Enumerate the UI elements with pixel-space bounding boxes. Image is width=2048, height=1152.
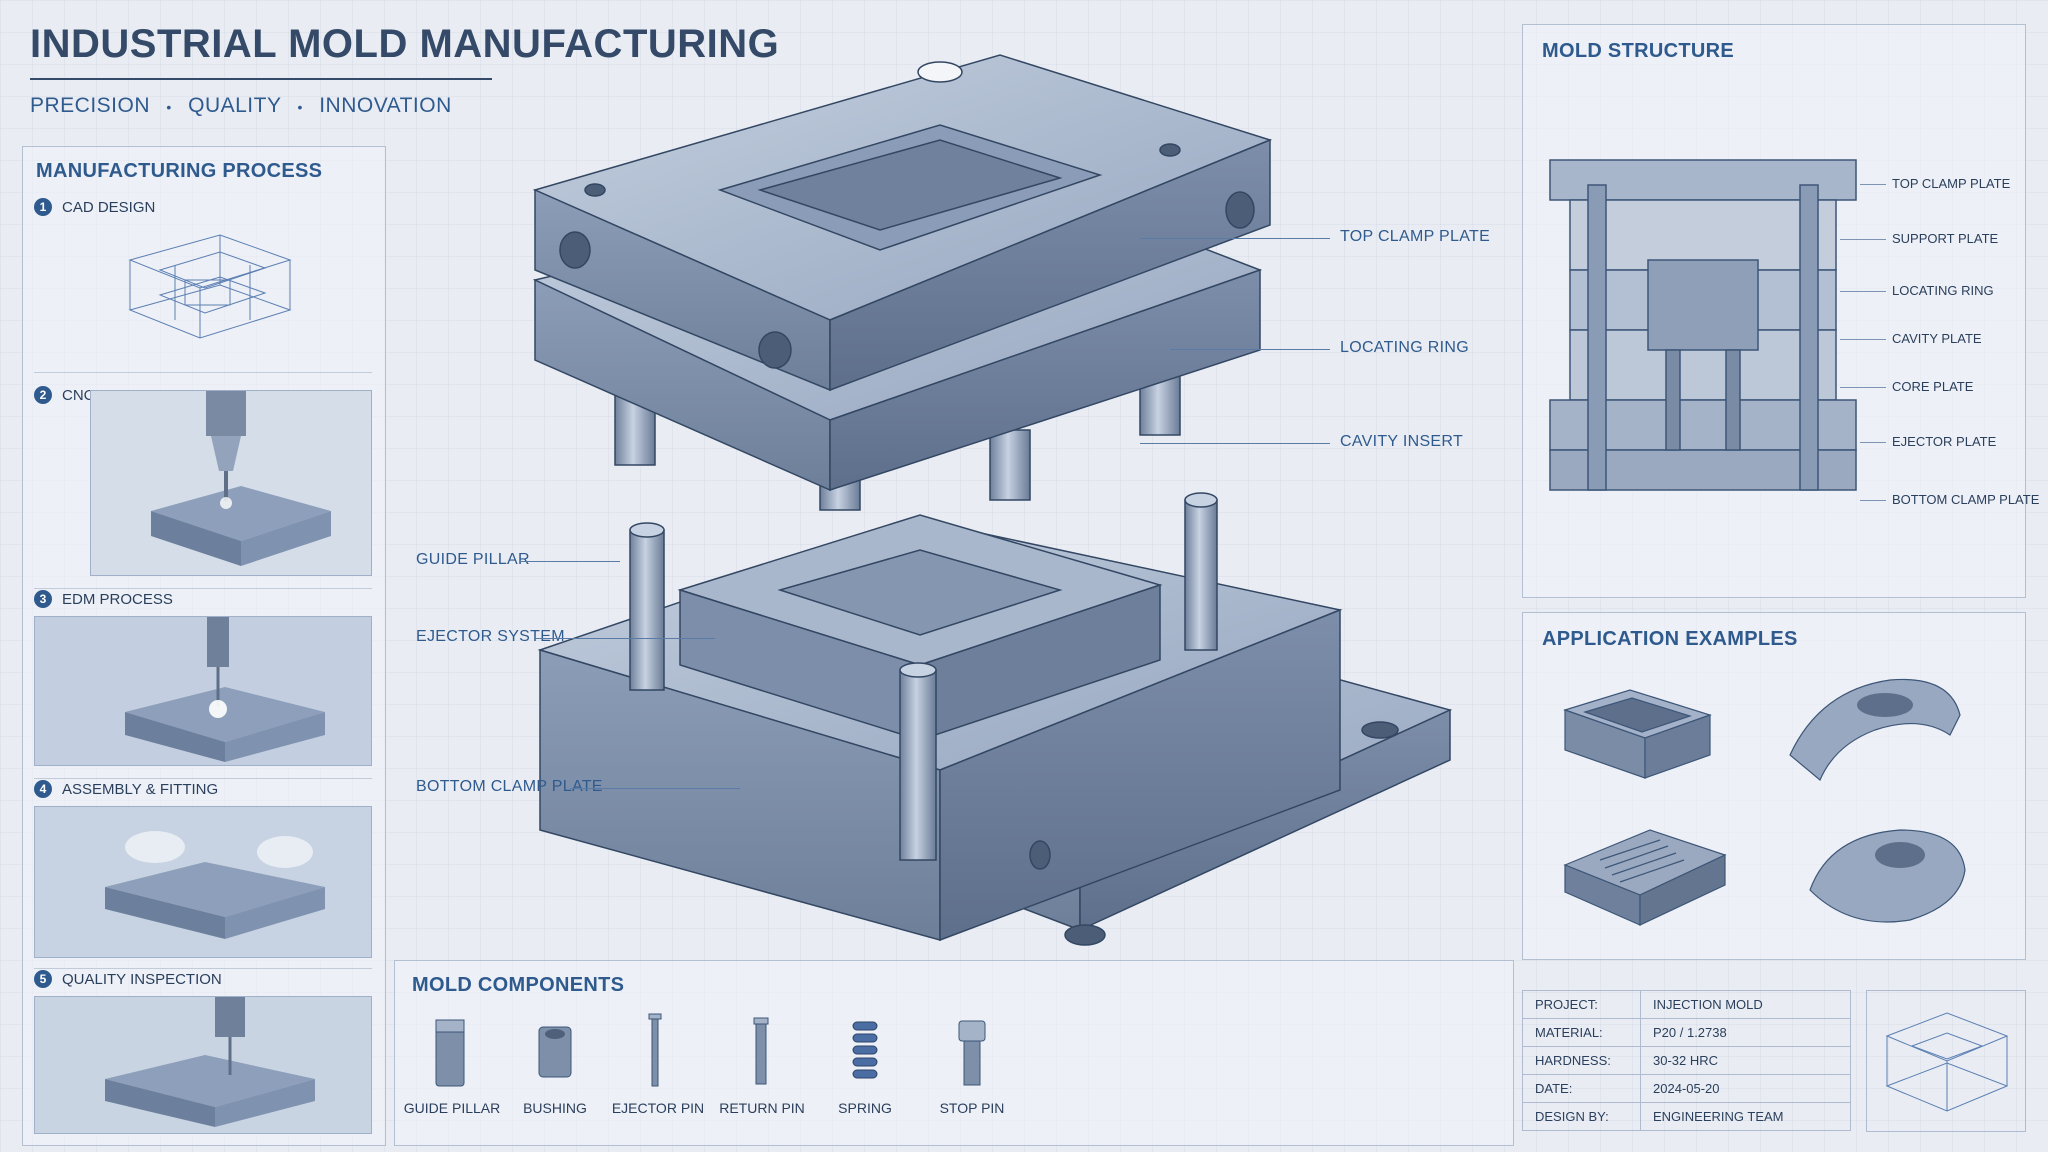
structure-title: MOLD STRUCTURE [1542,40,1734,62]
quality-inspection-image [34,996,372,1134]
mold-illustration [520,50,1480,980]
return-pin-icon [752,1016,770,1093]
step-divider [34,372,372,373]
info-key: HARDNESS: [1522,1046,1641,1075]
step-label: QUALITY INSPECTION [62,970,222,988]
structure-label-bottom-clamp-plate: BOTTOM CLAMP PLATE [1892,492,2040,507]
stop-pin-icon [956,1018,988,1093]
cad-wireframe-image [100,220,310,360]
structure-section-drawing [1548,150,1858,530]
component-label-bushing: BUSHING [523,1100,587,1116]
spring-icon [850,1018,880,1091]
structure-label-cavity-plate: CAVITY PLATE [1892,331,1982,346]
application-rounded-housing [1800,810,1970,940]
structure-label-core-plate: CORE PLATE [1892,379,1974,394]
cnc-machining-image [90,390,372,576]
application-box-part [1560,670,1720,790]
edm-process-image [34,616,372,766]
component-label-spring: SPRING [838,1100,892,1116]
callout-guide-pillar: GUIDE PILLAR [416,551,530,568]
tagline-quality: QUALITY [188,94,282,117]
callout-cavity-insert: CAVITY INSERT [1340,433,1464,450]
structure-label-locating-ring: LOCATING RING [1892,283,1994,298]
structure-label-ejector-plate: EJECTOR PLATE [1892,434,1997,449]
info-row: DATE:2024-05-20 [1522,1074,1851,1103]
step-label: EDM PROCESS [62,590,173,608]
info-value: 2024-05-20 [1640,1074,1851,1103]
tagline-separator: • [297,99,303,115]
guide-pillar-icon [432,1016,468,1095]
info-key: MATERIAL: [1522,1018,1641,1047]
structure-leader-line [1840,291,1886,292]
tagline-innovation: INNOVATION [319,94,452,117]
info-key: DATE: [1522,1074,1641,1103]
project-info-table: PROJECT:INJECTION MOLD MATERIAL:P20 / 1.… [1522,990,1851,1131]
info-row: PROJECT:INJECTION MOLD [1522,990,1851,1019]
tagline-precision: PRECISION [30,94,151,117]
callout-line [535,638,715,639]
info-row: DESIGN BY:ENGINEERING TEAM [1522,1102,1851,1131]
structure-leader-line [1860,442,1886,443]
step-number: 1 [34,198,52,216]
application-curved-housing [1780,660,1970,790]
bushing-icon [536,1024,574,1085]
step-number: 2 [34,386,52,404]
info-value: INJECTION MOLD [1640,990,1851,1019]
application-vented-cover [1560,800,1730,940]
structure-leader-line [1860,500,1886,501]
structure-leader-line [1840,339,1886,340]
component-label-guide-pillar: GUIDE PILLAR [403,1100,501,1116]
callout-bottom-clamp-plate: BOTTOM CLAMP PLATE [416,778,603,795]
callout-ejector-system: EJECTOR SYSTEM [416,628,565,645]
structure-leader-line [1840,239,1886,240]
info-key: DESIGN BY: [1522,1102,1641,1131]
step-quality-inspection: 5 QUALITY INSPECTION [34,970,222,988]
title-underline [30,78,492,80]
callout-line [1140,443,1330,444]
info-row: HARDNESS:30-32 HRC [1522,1046,1851,1075]
info-value: P20 / 1.2738 [1640,1018,1851,1047]
callout-line [1140,238,1330,239]
callout-line [1170,349,1330,350]
step-number: 4 [34,780,52,798]
step-assembly-fitting: 4 ASSEMBLY & FITTING [34,780,218,798]
component-label-return-pin: RETURN PIN [719,1100,805,1116]
components-title: MOLD COMPONENTS [412,974,625,996]
structure-label-top-clamp-plate: TOP CLAMP PLATE [1892,176,2011,191]
callout-line [520,561,620,562]
step-number: 5 [34,970,52,988]
info-key: PROJECT: [1522,990,1641,1019]
page-title: INDUSTRIAL MOLD MANUFACTURING [30,22,780,66]
callout-top-clamp-plate: TOP CLAMP PLATE [1340,228,1491,245]
mold-components-panel [394,960,1514,1146]
tagline: PRECISION • QUALITY • INNOVATION [30,94,452,118]
info-row: MATERIAL:P20 / 1.2738 [1522,1018,1851,1047]
callout-line [570,788,740,789]
step-divider [34,778,372,779]
mold-thumbnail [1866,990,2026,1132]
ejector-pin-icon [648,1012,662,1095]
structure-leader-line [1840,387,1886,388]
tagline-separator: • [166,99,172,115]
assembly-fitting-image [34,806,372,958]
info-value: 30-32 HRC [1640,1046,1851,1075]
process-title: MANUFACTURING PROCESS [36,160,323,182]
step-number: 3 [34,590,52,608]
component-label-stop-pin: STOP PIN [939,1100,1005,1116]
step-divider [34,968,372,969]
structure-leader-line [1860,184,1886,185]
callout-locating-ring: LOCATING RING [1340,339,1469,356]
step-label: CAD DESIGN [62,198,156,216]
info-value: ENGINEERING TEAM [1640,1102,1851,1131]
component-label-ejector-pin: EJECTOR PIN [611,1100,705,1116]
step-cad-design: 1 CAD DESIGN [34,198,155,216]
structure-label-support-plate: SUPPORT PLATE [1892,231,1999,246]
applications-title: APPLICATION EXAMPLES [1542,628,1798,650]
step-label: ASSEMBLY & FITTING [62,780,219,798]
step-divider [34,588,372,589]
step-edm-process: 3 EDM PROCESS [34,590,173,608]
